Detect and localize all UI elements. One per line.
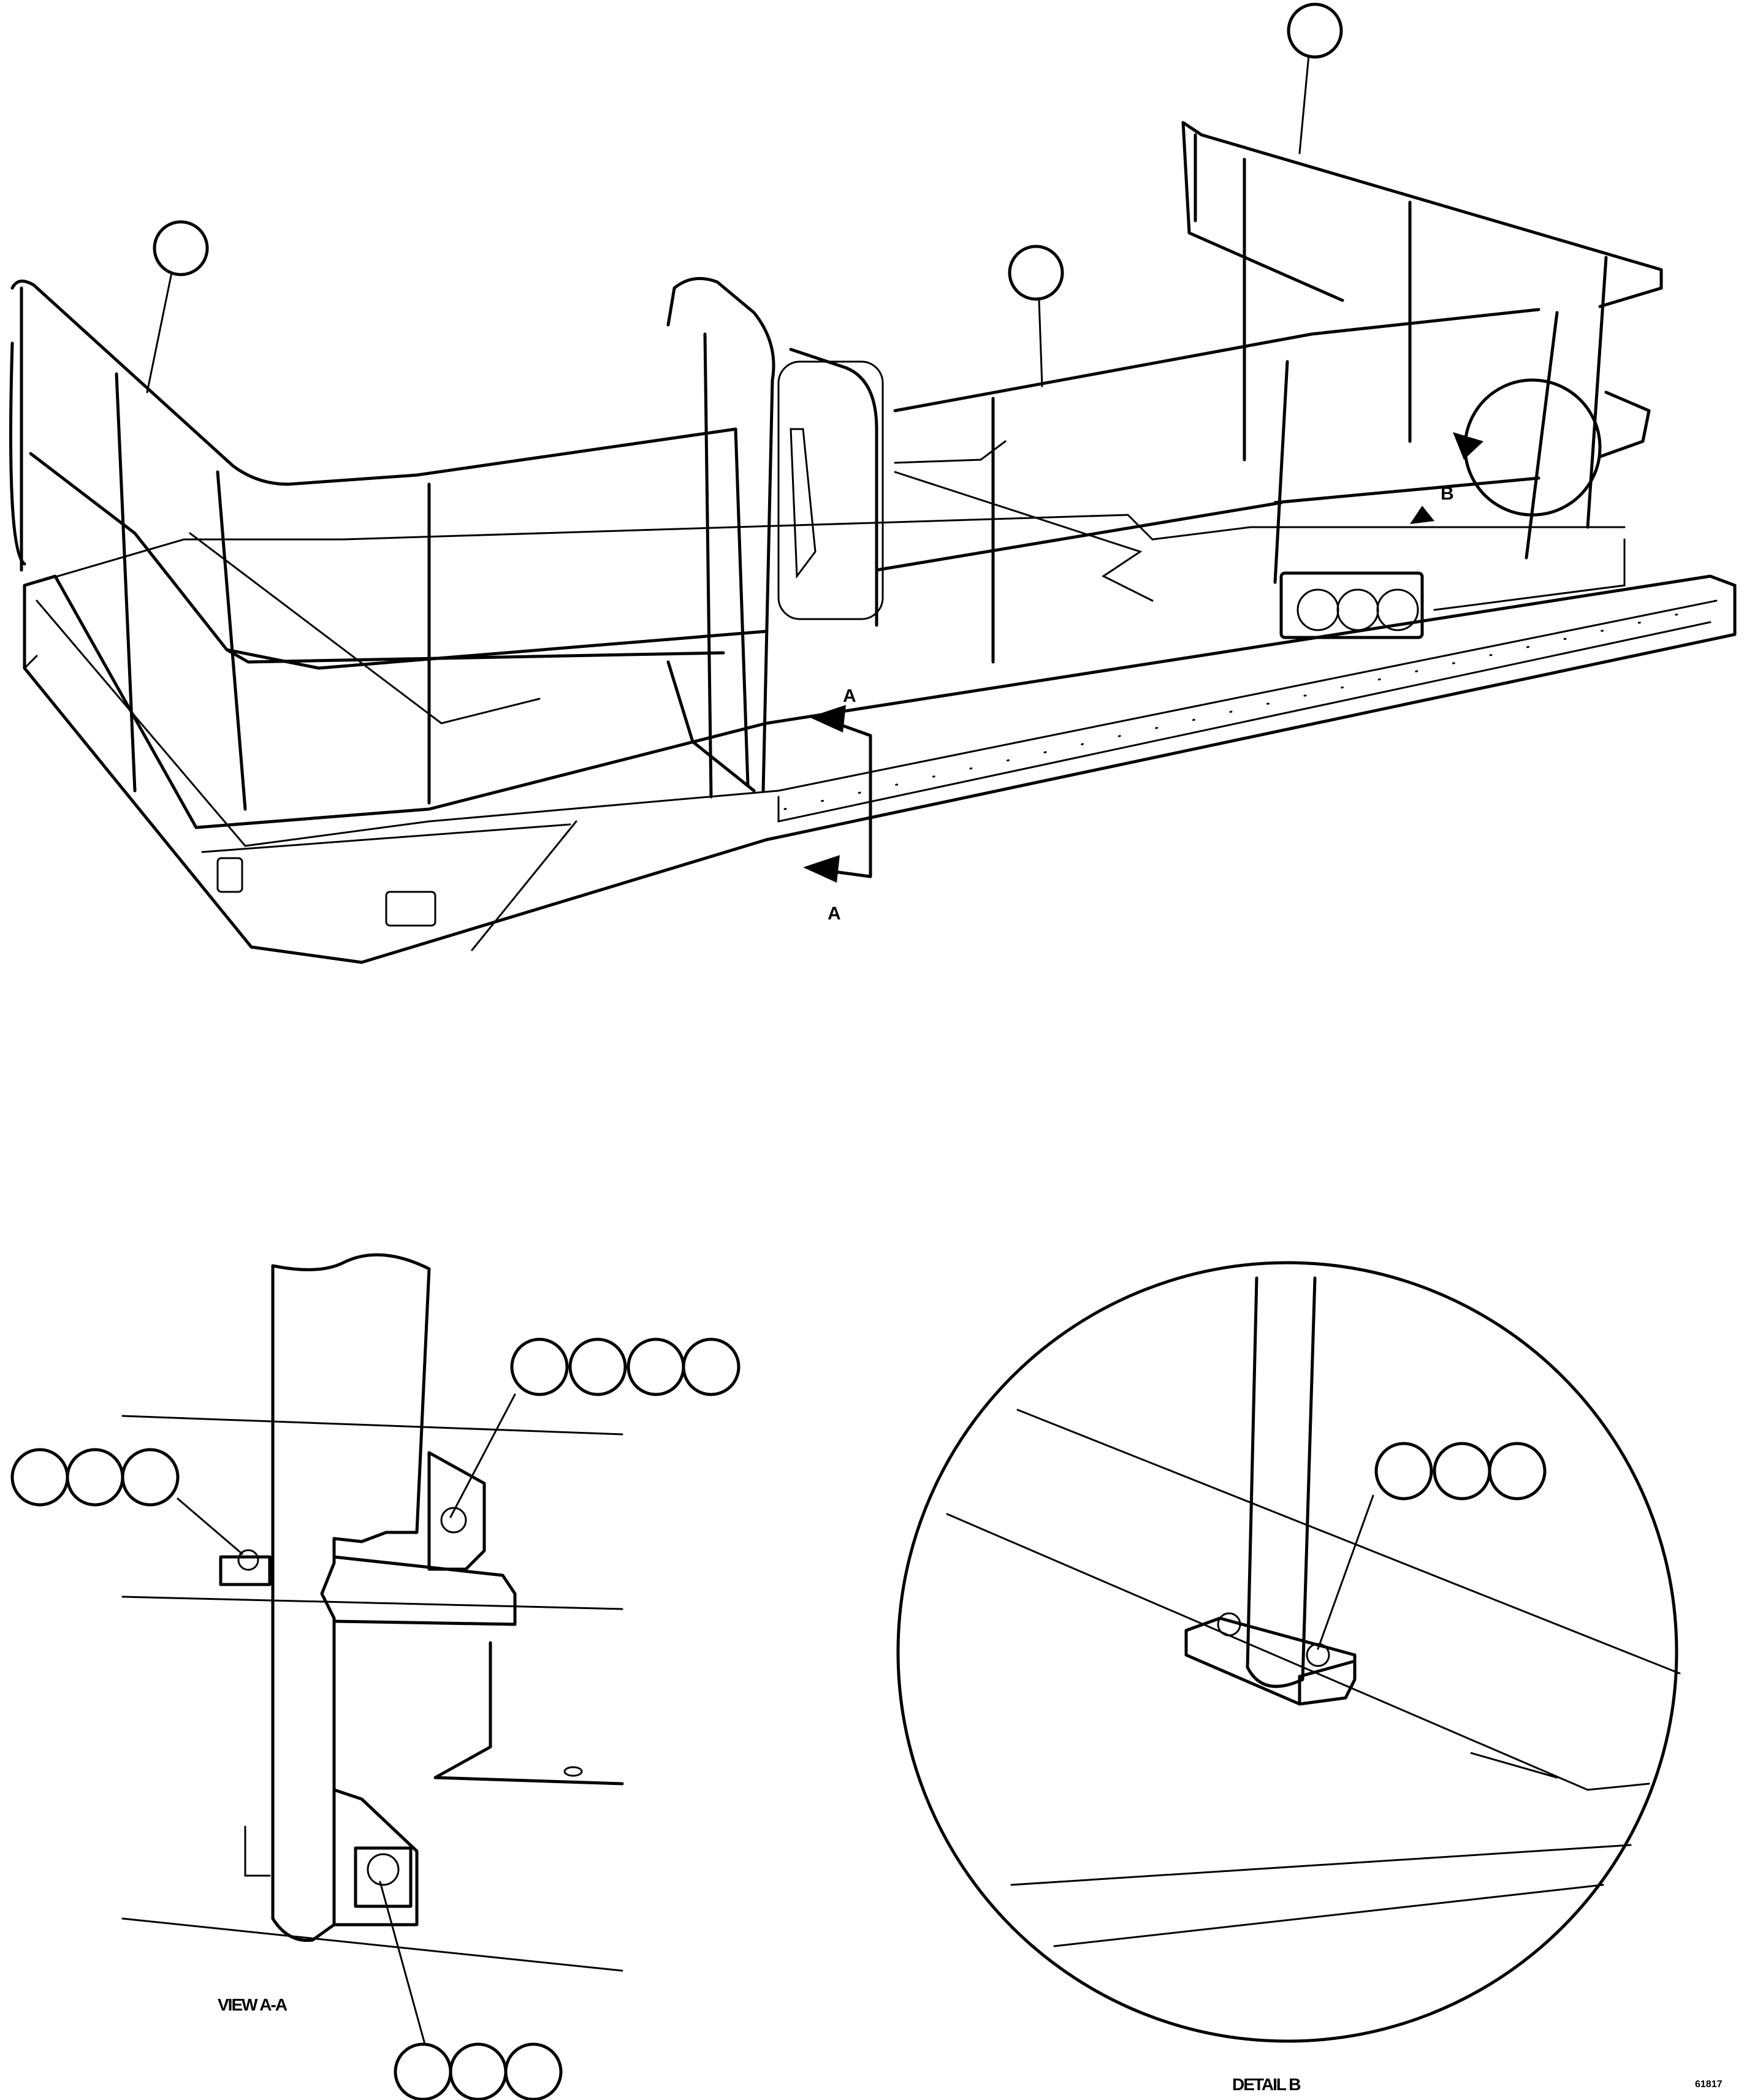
view-aa-caption: VIEW A-A [218,1995,287,2014]
left-handrail [10,280,737,486]
callout-bubble-b-3 [1488,1442,1547,1501]
callout-bubble-right-rail [1287,2,1343,59]
view-aa-post [271,1253,431,1942]
figure-number: 61817 [1695,2079,1723,2090]
detail-b-circle [896,1261,1678,2043]
callout-bubble-aa-ur-4 [682,1337,741,1396]
callout-bubble-aa-low-1 [394,2042,452,2100]
section-marker-a-bottom: A [828,904,841,924]
callout-bubble-aa-ul-2 [66,1448,124,1507]
detail-b-view: DETAIL B [896,1261,1681,2094]
platform-deck [23,574,1737,964]
center-handrail [893,308,1540,413]
view-aa-section: VIEW A-A [10,1253,741,2100]
section-line-a [823,718,872,878]
callout-bubble-aa-ul-3 [121,1448,180,1507]
callout-bubble-aa-ur-1 [510,1337,569,1396]
callout-bubble-aa-ul-1 [10,1448,69,1507]
callout-bubble-aa-ur-2 [568,1337,627,1396]
access-gate [666,276,775,793]
callout-bubble-b-2 [1433,1442,1491,1501]
section-marker-a-top: A [843,686,856,706]
detail-circle-b [1463,378,1602,517]
right-handrail [1181,121,1663,308]
detail-b-caption: DETAIL B [1232,2075,1300,2094]
callout-bubble-left-rail [153,220,209,276]
callout-bubble-aa-ur-3 [626,1337,685,1396]
detail-marker-b: B [1441,484,1454,504]
platform-isometric-view: A A B [9,2,1737,964]
callout-bubble-aa-low-3 [504,2042,563,2100]
callout-bubble-aa-low-2 [449,2042,508,2100]
callout-bubble-center-rail [1008,245,1064,301]
callout-bubble-b-1 [1374,1442,1433,1501]
